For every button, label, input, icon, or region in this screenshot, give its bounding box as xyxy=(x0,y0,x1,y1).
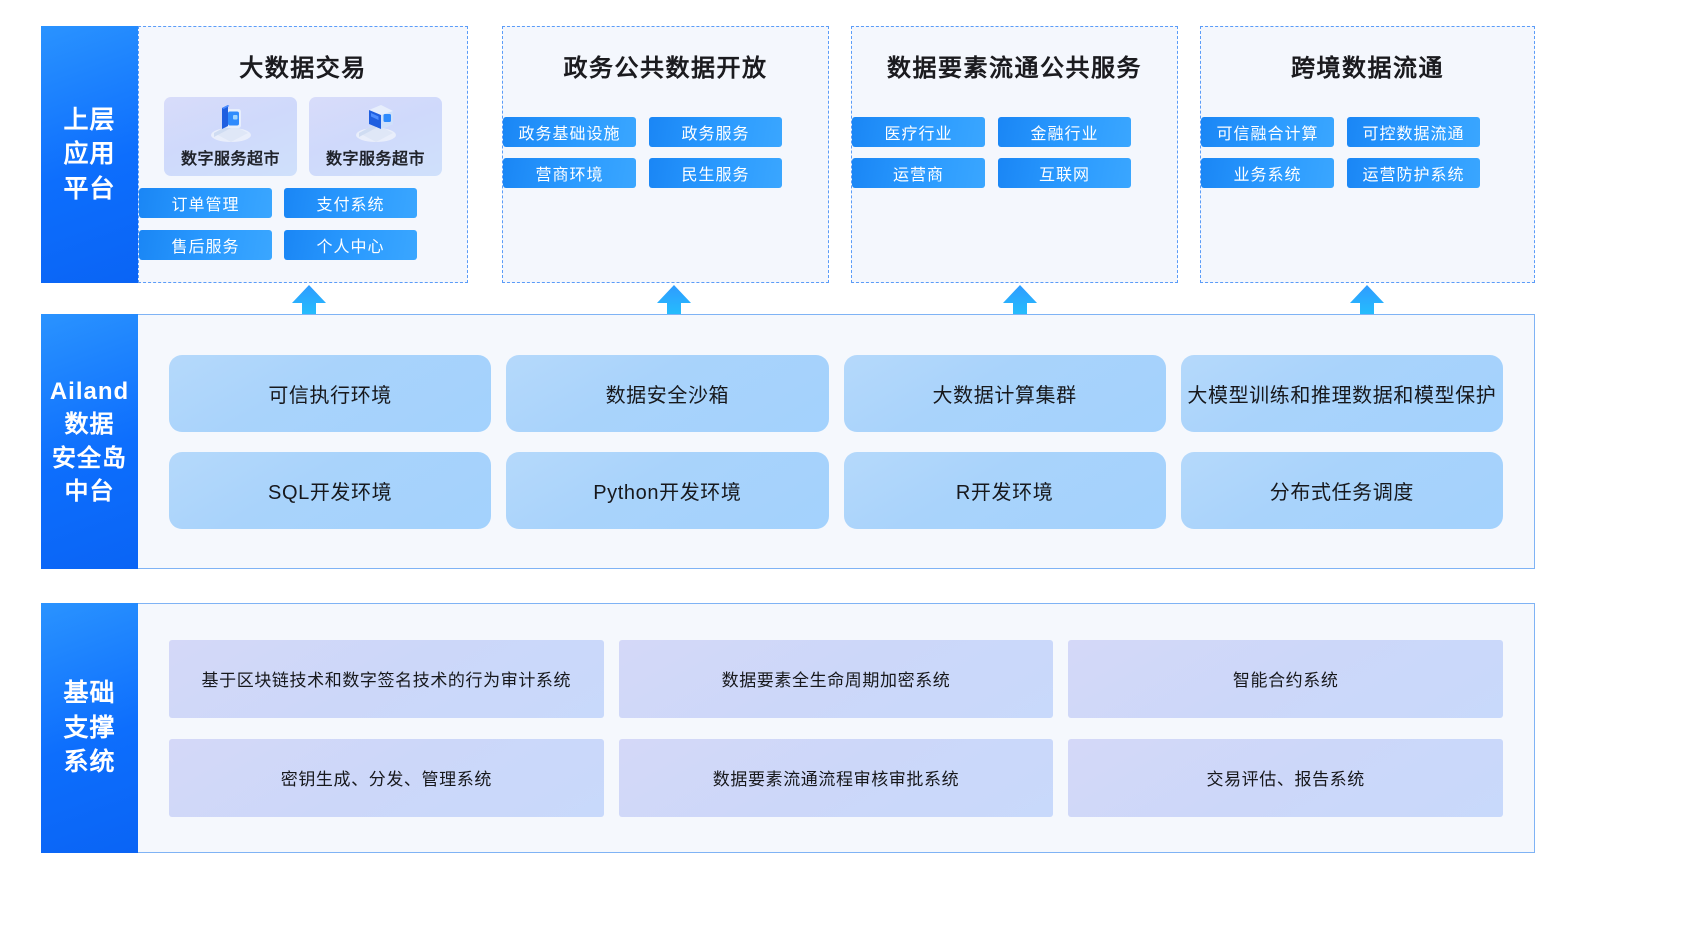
mid-card-sql-dev-environment[interactable]: SQL开发环境 xyxy=(169,451,492,529)
layer-label-upper-application-platform: 上层 应用 平台 xyxy=(41,26,138,283)
layer-label-line: 支撑 xyxy=(63,713,116,742)
card-row: 密钥生成、分发、管理系统 数据要素流通流程审核审批系统 交易评估、报告系统 xyxy=(169,738,1504,817)
layer-label-line: 上层 xyxy=(63,105,116,134)
ailand-data-security-island-layer: Ailand 数据 安全岛 中台 可信执行环境 数据安全沙箱 大数据计算集群 大… xyxy=(41,314,1535,569)
isometric-book-screen-icon xyxy=(210,105,251,142)
service-card-label: 数字服务超市 xyxy=(180,151,280,168)
panel-button-financial-industry[interactable]: 金融行业 xyxy=(998,117,1131,147)
layer-label-line: 安全岛 xyxy=(52,444,127,472)
application-panels-container: 大数据交易 数字服务超市 xyxy=(138,26,1535,283)
panel-button-personal-center[interactable]: 个人中心 xyxy=(284,230,417,260)
isometric-monitor-icon xyxy=(355,105,396,142)
mid-card-trusted-execution-environment[interactable]: 可信执行环境 xyxy=(169,354,492,432)
bot-card-smart-contract-system[interactable]: 智能合约系统 xyxy=(1068,639,1504,718)
mid-card-distributed-task-scheduling[interactable]: 分布式任务调度 xyxy=(1180,451,1503,529)
layer-label-line: Ailand xyxy=(49,378,130,406)
panel-button-livelihood-services[interactable]: 民生服务 xyxy=(649,158,782,188)
panel-button-grid: 订单管理 支付系统 售后服务 个人中心 xyxy=(139,188,467,260)
panel-button-controllable-data-flow[interactable]: 可控数据流通 xyxy=(1347,117,1480,147)
panel-button-payment-system[interactable]: 支付系统 xyxy=(284,188,417,218)
layer-label-line: 平台 xyxy=(63,174,116,203)
panel-button-government-services[interactable]: 政务服务 xyxy=(649,117,782,147)
panel-button-order-management[interactable]: 订单管理 xyxy=(139,188,272,218)
panel-button-trusted-fusion-computing[interactable]: 可信融合计算 xyxy=(1201,117,1334,147)
ailand-cards-container: 可信执行环境 数据安全沙箱 大数据计算集群 大模型训练和推理数据和模型保护 SQ… xyxy=(138,314,1535,569)
panel-button-after-sales-service[interactable]: 售后服务 xyxy=(139,230,272,260)
panel-button-internet[interactable]: 互联网 xyxy=(998,158,1131,188)
foundation-cards-container: 基于区块链技术和数字签名技术的行为审计系统 数据要素全生命周期加密系统 智能合约… xyxy=(138,603,1535,853)
layer-label-ailand-platform: Ailand 数据 安全岛 中台 xyxy=(41,314,138,569)
card-row: 基于区块链技术和数字签名技术的行为审计系统 数据要素全生命周期加密系统 智能合约… xyxy=(169,639,1504,718)
bot-card-lifecycle-encryption-system[interactable]: 数据要素全生命周期加密系统 xyxy=(618,639,1054,718)
panel-button-grid: 可信融合计算 可控数据流通 业务系统 运营防护系统 xyxy=(1201,117,1534,188)
panel-button-telecom-operator[interactable]: 运营商 xyxy=(852,158,985,188)
upward-flow-arrow-4 xyxy=(1350,285,1384,331)
mid-card-data-security-sandbox[interactable]: 数据安全沙箱 xyxy=(506,354,829,432)
mid-card-r-dev-environment[interactable]: R开发环境 xyxy=(843,451,1166,529)
layer-label-line: 应用 xyxy=(63,140,116,169)
service-card[interactable]: 数字服务超市 xyxy=(309,97,442,176)
panel-button-grid: 政务基础设施 政务服务 营商环境 民生服务 xyxy=(503,117,828,188)
panel-title: 政务公共数据开放 xyxy=(563,55,768,82)
bot-card-key-management-system[interactable]: 密钥生成、分发、管理系统 xyxy=(169,738,604,817)
layer-label-line: 基础 xyxy=(63,679,116,708)
app-panel-government-open-data[interactable]: 政务公共数据开放 政务基础设施 政务服务 营商环境 民生服务 xyxy=(502,26,829,283)
panel-button-grid: 医疗行业 金融行业 运营商 互联网 xyxy=(852,117,1177,188)
service-card[interactable]: 数字服务超市 xyxy=(164,97,297,176)
mid-card-python-dev-environment[interactable]: Python开发环境 xyxy=(506,451,829,529)
panel-button-operation-protection-system[interactable]: 运营防护系统 xyxy=(1347,158,1480,188)
app-panel-data-element-public-service[interactable]: 数据要素流通公共服务 医疗行业 金融行业 运营商 互联网 xyxy=(851,26,1178,283)
panel-title: 数据要素流通公共服务 xyxy=(887,55,1142,82)
panel-title: 大数据交易 xyxy=(239,55,367,82)
panel-title: 跨境数据流通 xyxy=(1291,55,1444,82)
app-panel-cross-border-data-flow[interactable]: 跨境数据流通 可信融合计算 可控数据流通 业务系统 运营防护系统 xyxy=(1200,26,1535,283)
foundation-support-system-layer: 基础 支撑 系统 基于区块链技术和数字签名技术的行为审计系统 数据要素全生命周期… xyxy=(41,603,1535,853)
service-card-row: 数字服务超市 数字服务超市 xyxy=(164,97,442,176)
bot-card-blockchain-audit-system[interactable]: 基于区块链技术和数字签名技术的行为审计系统 xyxy=(169,639,604,718)
mid-card-big-data-computing-cluster[interactable]: 大数据计算集群 xyxy=(843,354,1166,432)
layer-label-foundation-support-system: 基础 支撑 系统 xyxy=(41,603,138,853)
upward-flow-arrow-1 xyxy=(292,285,326,331)
app-panel-big-data-trading[interactable]: 大数据交易 数字服务超市 xyxy=(138,26,468,283)
mid-card-large-model-training-protection[interactable]: 大模型训练和推理数据和模型保护 xyxy=(1180,354,1503,432)
panel-button-business-environment[interactable]: 营商环境 xyxy=(503,158,636,188)
layer-label-line: 数据 xyxy=(64,411,115,439)
upward-flow-arrow-2 xyxy=(657,285,691,331)
upward-flow-arrow-3 xyxy=(1003,285,1037,331)
bot-card-flow-approval-system[interactable]: 数据要素流通流程审核审批系统 xyxy=(618,738,1054,817)
card-row: SQL开发环境 Python开发环境 R开发环境 分布式任务调度 xyxy=(169,451,1503,529)
layer-label-line: 系统 xyxy=(63,748,116,777)
panel-button-medical-industry[interactable]: 医疗行业 xyxy=(852,117,985,147)
layer-label-line: 中台 xyxy=(64,477,115,505)
bot-card-transaction-evaluation-report-system[interactable]: 交易评估、报告系统 xyxy=(1068,738,1504,817)
panel-button-government-infrastructure[interactable]: 政务基础设施 xyxy=(503,117,636,147)
upper-application-platform-layer: 上层 应用 平台 大数据交易 xyxy=(41,26,1535,283)
service-card-label: 数字服务超市 xyxy=(325,151,425,168)
card-row: 可信执行环境 数据安全沙箱 大数据计算集群 大模型训练和推理数据和模型保护 xyxy=(169,354,1503,432)
panel-button-business-system[interactable]: 业务系统 xyxy=(1201,158,1334,188)
